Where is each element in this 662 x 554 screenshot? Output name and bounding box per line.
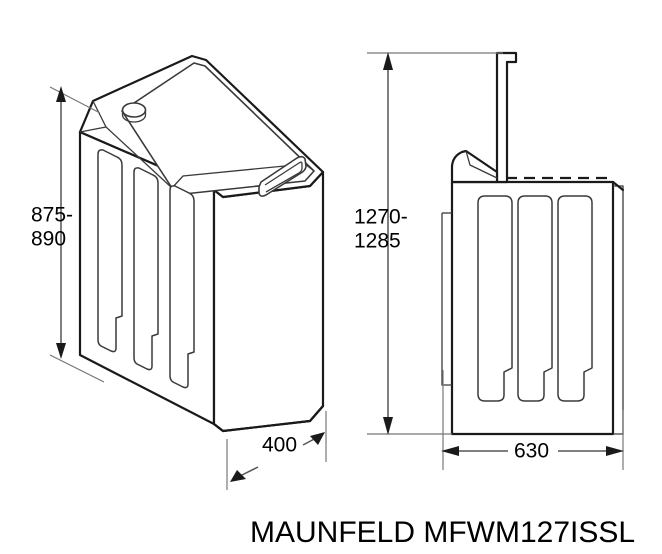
width-dim-label: 630 [514,440,549,463]
front-view-slots [477,195,593,402]
dimension-height: 875- 890 [31,86,105,383]
height-arrow-bottom [56,343,66,359]
lidopen-dim-label-line1: 1270- [354,206,408,229]
height-ext-bottom [49,354,105,383]
lid-hinge-crease [465,150,498,179]
depth-arrow-left [230,470,246,482]
knob-body [121,110,147,123]
width-arrow-left [441,446,459,456]
lid-front-edge [171,163,315,189]
slot-2 [133,167,159,371]
width-arrow-right [606,446,624,456]
product-caption: MAUNFELD MFWM127ISSL [250,516,635,549]
control-knob-icon [121,102,147,123]
front-view [441,51,625,436]
dimension-depth: 400 [226,411,327,490]
lidopen-arrow-top [383,52,393,70]
cabinet-bottom-edge [212,404,325,433]
height-dim-label-line1: 875- [31,204,73,227]
front-slot-2 [517,195,553,402]
depth-arrow-right [310,432,325,445]
deck-left-step [79,126,107,133]
depth-dim-label: 400 [262,434,297,457]
side-panel-face [212,170,325,433]
isometric-view [78,54,325,433]
right-side-edge [613,185,624,435]
height-arrow-top [56,86,66,102]
lidopen-arrow-bottom [383,417,393,435]
front-slot-3 [557,195,593,402]
height-ext-top [49,86,101,114]
dimension-height-lid-open: 1270- 1285 [354,52,503,435]
side-handle [258,155,307,197]
left-side-edge [441,213,452,386]
slot-1 [97,149,123,353]
open-lid [450,51,518,184]
lid-assembly [78,54,325,199]
lidopen-dim-label-line2: 1285 [354,230,401,253]
slot-3 [169,185,195,389]
right-top-bevel [611,180,625,192]
height-dim-label-line2: 890 [31,228,66,251]
front-panel-slots [97,149,195,389]
handle-grip [264,161,303,193]
front-slot-1 [477,195,513,402]
knob-top [121,102,147,118]
dimension-width: 630 [441,370,624,470]
lid-flap [495,51,518,184]
